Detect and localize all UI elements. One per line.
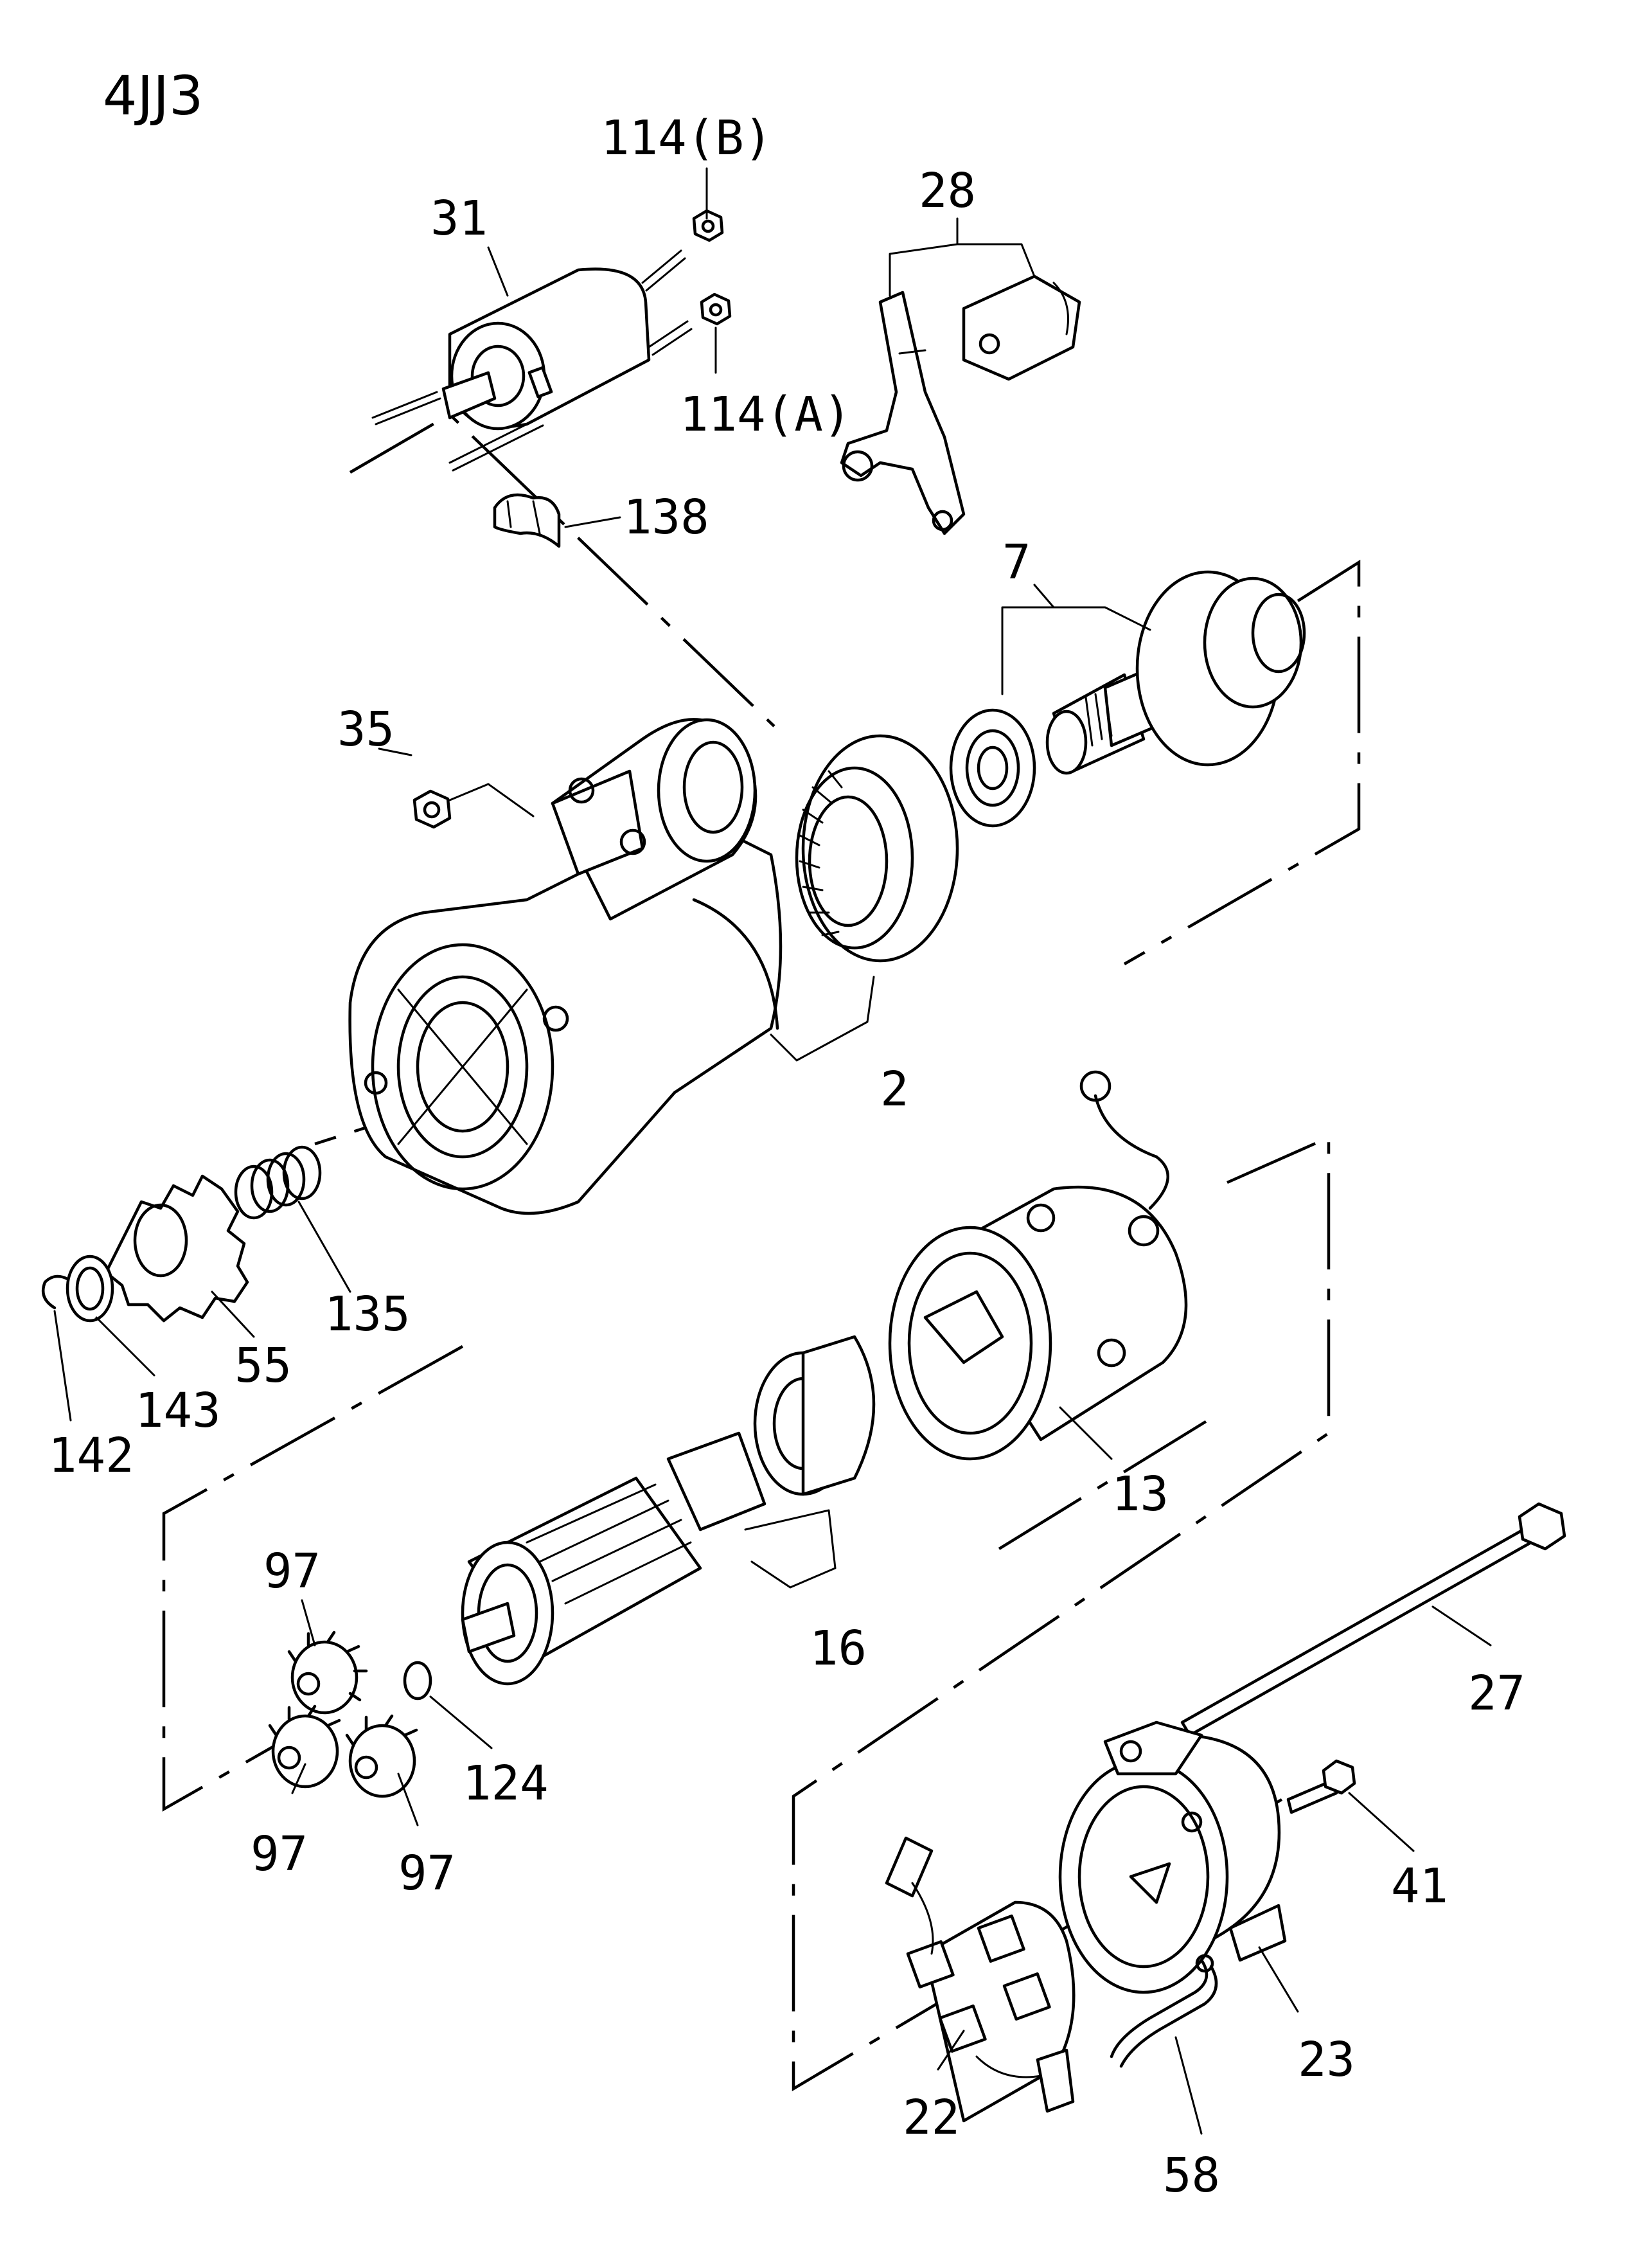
callout-22: 22 — [903, 2090, 960, 2145]
callout-7: 7 — [1002, 535, 1031, 590]
callout-28: 28 — [919, 163, 976, 219]
through-bolt-part-27 — [1180, 1502, 1566, 1737]
ring-gear-part-2 — [795, 734, 959, 963]
brush-holder-part-22 — [885, 1836, 1076, 2123]
planet-gear-part-97-right — [345, 1714, 418, 1798]
callout-23: 23 — [1298, 2032, 1355, 2087]
callout-138: 138 — [623, 490, 709, 545]
cover-part-138 — [493, 493, 561, 548]
yoke-part-13 — [888, 1070, 1188, 1461]
callout-114b: 114(B) — [601, 111, 772, 166]
callout-27: 27 — [1468, 1666, 1525, 1721]
housing-part-2 — [348, 718, 783, 1215]
end-frame-part-23 — [1058, 1720, 1287, 1994]
diagram-title: 4JJ3 — [103, 64, 203, 127]
callout-31: 31 — [430, 191, 488, 246]
callout-97-left: 97 — [251, 1826, 308, 1882]
leader-lines — [53, 167, 1492, 2135]
callout-114a: 114(A) — [680, 387, 851, 442]
callout-124: 124 — [463, 1756, 549, 1811]
pinion-shaft-part-7 — [949, 570, 1306, 828]
callout-97-right: 97 — [398, 1846, 456, 1901]
nut-part-114a — [700, 292, 732, 326]
callout-2: 2 — [880, 1062, 909, 1117]
callout-13: 13 — [1112, 1467, 1169, 1522]
callout-35: 35 — [337, 702, 394, 757]
callout-142: 142 — [48, 1428, 134, 1483]
screw-part-41 — [1286, 1759, 1356, 1814]
nut-part-114b — [692, 209, 724, 242]
callout-41: 41 — [1391, 1859, 1448, 1914]
spring-part-135 — [234, 1145, 322, 1220]
armature-part-16 — [461, 1335, 876, 1686]
snap-ring-part-142 — [41, 1274, 69, 1310]
callout-58: 58 — [1163, 2148, 1220, 2203]
pinion-gear-part-55 — [104, 1174, 249, 1323]
callout-16: 16 — [810, 1621, 867, 1676]
solenoid-switch-part-31 — [371, 249, 693, 472]
assembly-guide-lines — [162, 413, 1361, 2091]
planet-gear-part-97-left — [268, 1704, 341, 1789]
callout-55: 55 — [235, 1338, 292, 1393]
callout-135: 135 — [324, 1287, 411, 1342]
collar-part-143 — [66, 1255, 114, 1323]
callout-97-top: 97 — [263, 1544, 321, 1599]
nut-part-35 — [412, 789, 452, 829]
lever-part-28 — [840, 274, 1081, 535]
planet-gear-part-97-top — [287, 1630, 368, 1715]
callout-143: 143 — [135, 1383, 221, 1438]
callout-labels: 114(B) 28 31 114(A) 138 7 35 2 135 55 14… — [48, 111, 1525, 2203]
plug-part-58 — [1110, 1954, 1218, 2068]
o-ring-part-124 — [403, 1661, 432, 1701]
